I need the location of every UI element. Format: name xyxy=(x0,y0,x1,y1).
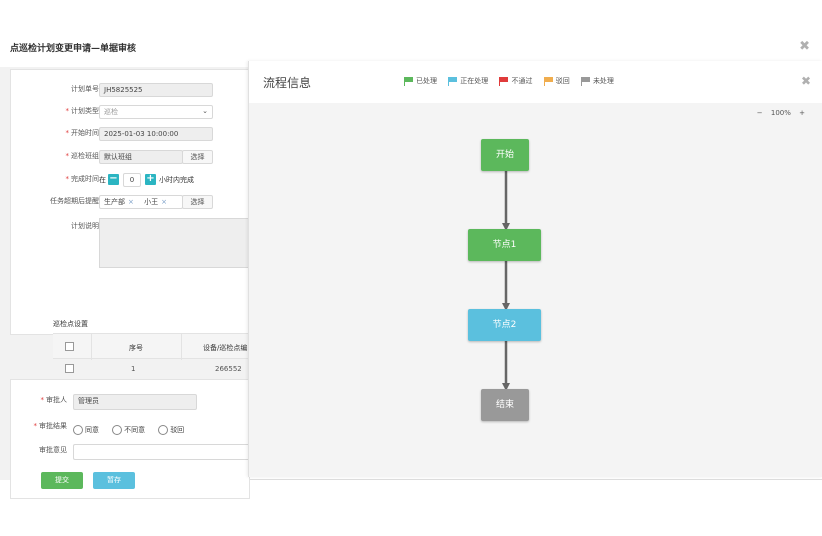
finish-time-row: *完成时间 在 − 0 + 小时内完成 xyxy=(11,173,251,187)
plan-desc-row: 计划说明 xyxy=(11,220,251,234)
legend-item-failed: 不通过 xyxy=(499,76,532,86)
flag-icon xyxy=(404,77,413,86)
approver-field[interactable]: 管理员 xyxy=(73,394,197,410)
decrease-hours-button[interactable]: − xyxy=(108,173,119,185)
flow-node-start[interactable]: 开始 xyxy=(481,139,529,171)
inspection-section-title: 巡检点设置 xyxy=(53,320,88,328)
plan-desc-textarea[interactable] xyxy=(99,218,251,268)
team-field[interactable]: 默认班组 xyxy=(99,150,183,164)
flow-close-icon[interactable]: ✖ xyxy=(800,74,811,88)
col-header-index: 序号 xyxy=(129,344,143,352)
plan-form-card: 计划单号 JH5825525 *计划类型 巡检 ⌄ *开始时间 2025-01-… xyxy=(10,69,251,373)
table-cell-device: 266552 xyxy=(215,365,242,373)
flag-icon xyxy=(580,77,590,86)
flow-title: 流程信息 xyxy=(263,76,312,90)
flow-node-2[interactable]: 节点2 xyxy=(468,309,541,341)
opinion-field[interactable] xyxy=(73,444,251,460)
radio-disagree[interactable]: 不同意 xyxy=(112,419,153,438)
legend-item-done: 已处理 xyxy=(404,76,437,86)
finish-time-prefix: 在 xyxy=(99,176,106,184)
dialog-close-icon[interactable]: ✖ xyxy=(799,39,810,54)
team-row: *巡检班组 默认班组 选择 xyxy=(11,150,251,164)
select-all-checkbox[interactable] xyxy=(65,342,74,351)
zoom-control: − 100% + xyxy=(754,109,808,117)
tag-remove-icon[interactable]: × xyxy=(128,198,134,206)
start-time-row: *开始时间 2025-01-03 10:00:00 xyxy=(11,127,251,141)
radio-reject[interactable]: 驳回 xyxy=(158,419,192,438)
zoom-out-button[interactable]: − xyxy=(756,109,763,117)
flag-icon xyxy=(499,77,509,86)
plan-type-label: 计划类型 xyxy=(71,107,99,115)
plan-desc-label: 计划说明 xyxy=(71,222,99,230)
remind-tags-field[interactable]: 生产部× 小王× xyxy=(99,195,183,209)
tag-item: 生产部× xyxy=(104,198,134,206)
approver-row: *审批人 管理员 xyxy=(11,394,251,410)
team-label: 巡检班组 xyxy=(71,152,99,160)
result-radio-group: 同意 不同意 驳回 xyxy=(73,419,192,438)
opinion-label: 审批意见 xyxy=(39,446,67,454)
plan-no-row: 计划单号 JH5825525 xyxy=(11,83,251,97)
plan-type-select[interactable]: 巡检 ⌄ xyxy=(99,105,213,119)
flag-icon xyxy=(543,77,553,86)
flow-connectors xyxy=(502,171,510,391)
legend-item-pending: 未处理 xyxy=(580,76,614,86)
dialog-title: 点巡检计划变更申请—单据审核 xyxy=(10,44,137,54)
finish-time-suffix: 小时内完成 xyxy=(159,176,194,184)
inspection-table-header: 序号 设备/巡检点编 xyxy=(53,333,251,360)
approver-label: 审批人 xyxy=(46,396,67,404)
col-header-device: 设备/巡检点编 xyxy=(203,344,248,352)
zoom-in-button[interactable]: + xyxy=(799,109,805,117)
flow-node-1[interactable]: 节点1 xyxy=(468,229,541,261)
finish-time-label: 完成时间 xyxy=(71,175,99,183)
opinion-row: 审批意见 xyxy=(11,444,251,460)
team-choose-button[interactable]: 选择 xyxy=(182,150,213,164)
plan-type-row: *计划类型 巡检 ⌄ xyxy=(11,105,251,119)
flow-header: 流程信息 已处理 正在处理 不通过 驳回 未处理 ✖ xyxy=(249,61,822,103)
increase-hours-button[interactable]: + xyxy=(145,173,156,185)
remind-choose-button[interactable]: 选择 xyxy=(182,195,213,209)
overdue-remind-row: 任务超期后提醒 生产部× 小王× 选择 xyxy=(11,195,251,209)
save-draft-button[interactable]: 暂存 xyxy=(93,472,135,489)
start-time-label: 开始时间 xyxy=(71,129,99,137)
radio-agree[interactable]: 同意 xyxy=(73,419,107,438)
flow-node-end[interactable]: 结束 xyxy=(481,389,529,421)
plan-no-field[interactable]: JH5825525 xyxy=(99,83,213,97)
overdue-remind-label: 任务超期后提醒 xyxy=(50,197,99,205)
submit-button[interactable]: 提交 xyxy=(41,472,83,489)
start-time-field[interactable]: 2025-01-03 10:00:00 xyxy=(99,127,213,141)
approval-card: *审批人 管理员 *审批结果 同意 不同意 驳回 审批意见 提交 暂存 xyxy=(10,379,251,499)
hours-input[interactable]: 0 xyxy=(123,173,141,187)
plan-no-label: 计划单号 xyxy=(71,85,99,93)
legend-item-rejected: 驳回 xyxy=(543,76,570,86)
plan-type-value: 巡检 xyxy=(104,108,118,116)
chevron-down-icon: ⌄ xyxy=(202,107,208,115)
tag-item: 小王× xyxy=(144,198,167,206)
form-pane: 计划单号 JH5825525 *计划类型 巡检 ⌄ *开始时间 2025-01-… xyxy=(0,67,251,499)
row-checkbox[interactable] xyxy=(65,364,74,373)
result-row: *审批结果 同意 不同意 驳回 xyxy=(11,419,251,435)
flow-legend: 已处理 正在处理 不通过 驳回 未处理 xyxy=(404,76,623,86)
legend-item-processing: 正在处理 xyxy=(448,76,488,86)
table-cell-index: 1 xyxy=(131,365,136,373)
flag-icon xyxy=(448,77,458,86)
zoom-level: 100% xyxy=(770,109,791,117)
result-label: 审批结果 xyxy=(39,422,67,430)
flow-panel: 流程信息 已处理 正在处理 不通过 驳回 未处理 ✖ − 100% + 开始 节… xyxy=(248,61,822,477)
tag-remove-icon[interactable]: × xyxy=(161,198,167,206)
